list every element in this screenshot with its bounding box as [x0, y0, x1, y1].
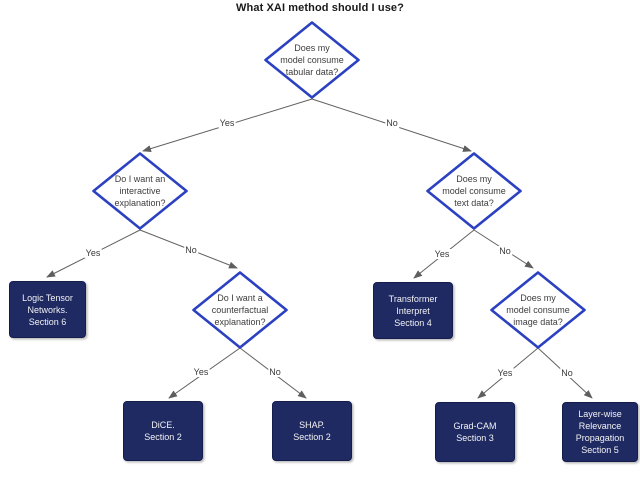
decision-node-tabular-data: Does my model consume tabular data? — [264, 21, 360, 99]
outcome-box-shap: SHAP. Section 2 — [272, 401, 352, 461]
outcome-box-transformer-interpret: Transformer Interpret Section 4 — [373, 282, 453, 339]
decision-node-text-data: Does my model consume text data? — [426, 152, 522, 230]
decision-label: Does my model consume text data? — [442, 174, 506, 208]
diamond-shape — [490, 271, 586, 349]
edge-label-yes: Yes — [84, 248, 102, 258]
decision-node-counterfactual-explanation: Do I want a counterfactual explanation? — [192, 271, 288, 349]
decision-label: Do I want an interactive explanation? — [114, 174, 166, 208]
diamond-shape — [92, 152, 188, 230]
edge-label-yes: Yes — [433, 249, 451, 259]
diamond-shape — [426, 152, 522, 230]
decision-label: Does my model consume tabular data? — [280, 43, 344, 77]
edge-label-yes: Yes — [218, 118, 236, 128]
decision-node-image-data: Does my model consume image data? — [490, 271, 586, 349]
diamond-shape — [192, 271, 288, 349]
outcome-box-dice: DiCE. Section 2 — [123, 401, 203, 461]
edge-label-no: No — [498, 246, 512, 256]
diamond-shape — [264, 21, 360, 99]
edge-label-yes: Yes — [192, 367, 210, 377]
decision-label: Do I want a counterfactual explanation? — [211, 293, 269, 327]
decision-label: Does my model consume image data? — [506, 293, 570, 327]
edge-label-no: No — [560, 368, 574, 378]
outcome-box-grad-cam: Grad-CAM Section 3 — [435, 402, 515, 462]
diagram-title: What XAI method should I use? — [236, 2, 404, 14]
edge-label-no: No — [268, 367, 282, 377]
outcome-box-layerwise-relevance-propagation: Layer-wise Relevance Propagation Section… — [562, 402, 638, 462]
edge-label-no: No — [385, 118, 399, 128]
outcome-box-logic-tensor-networks: Logic Tensor Networks. Section 6 — [9, 281, 86, 338]
edge-label-yes: Yes — [496, 368, 514, 378]
decision-node-interactive-explanation: Do I want an interactive explanation? — [92, 152, 188, 230]
edge-label-no: No — [184, 245, 198, 255]
